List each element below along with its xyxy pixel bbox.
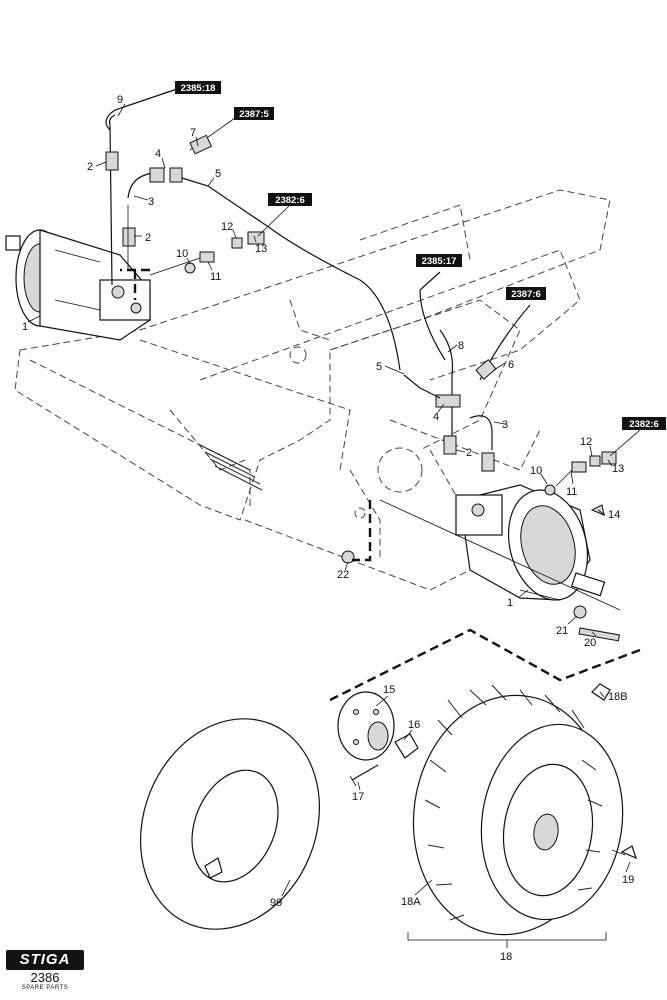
label-2-right: 2	[466, 447, 472, 459]
wheel-hub	[337, 691, 419, 787]
label-17: 17	[352, 791, 364, 803]
logo-brand-box: STIGA	[6, 950, 84, 970]
hose-group-left	[105, 87, 401, 371]
label-4-right: 4	[433, 411, 439, 423]
label-10-left: 10	[176, 248, 188, 260]
ref-2387-6: 2387:6	[506, 287, 546, 300]
label-13-right: 13	[612, 463, 624, 475]
label-5-right: 5	[376, 361, 382, 373]
label-21: 21	[556, 625, 568, 637]
label-leaders	[27, 103, 631, 897]
label-13-left: 13	[255, 243, 267, 255]
label-3-left: 3	[148, 196, 154, 208]
label-15: 15	[383, 684, 395, 696]
ref-2382-6-left: 2382:6	[268, 193, 312, 206]
label-20: 20	[584, 637, 596, 649]
chassis-frame	[14, 189, 611, 591]
logo-brand: STIGA	[19, 951, 71, 968]
label-16: 16	[408, 719, 420, 731]
tyre-bracket	[407, 932, 607, 948]
hydraulic-motor-left	[5, 229, 151, 341]
part-labels: 9 2 7 4 5 3 2 12 13 10 11 1 5 8 6 4 3 2 …	[22, 94, 634, 963]
label-11-right: 11	[566, 486, 577, 498]
label-1-left: 1	[22, 321, 28, 333]
label-11-left: 11	[210, 271, 221, 283]
label-12-left: 12	[221, 221, 233, 233]
svg-text:2387:5: 2387:5	[239, 109, 269, 120]
label-18: 18	[500, 951, 512, 963]
svg-text:2382:6: 2382:6	[275, 195, 305, 206]
label-5-left: 5	[215, 168, 221, 180]
hydraulic-motor-right	[455, 484, 606, 601]
logo-subtitle: SPARE PARTS	[21, 985, 69, 991]
label-12-right: 12	[580, 436, 592, 448]
svg-text:2385:18: 2385:18	[181, 83, 216, 94]
label-18A: 18A	[401, 896, 421, 908]
label-7: 7	[190, 127, 196, 139]
label-22: 22	[337, 569, 349, 581]
stiga-logo: STIGA 2386 SPARE PARTS	[6, 950, 86, 994]
svg-text:2385:17: 2385:17	[422, 256, 457, 267]
label-19: 19	[622, 874, 634, 886]
label-10-right: 10	[530, 465, 542, 477]
logo-page-number: 2386	[30, 970, 60, 985]
label-1-right: 1	[507, 597, 513, 609]
hose-group-right	[341, 271, 641, 642]
svg-text:2387:6: 2387:6	[511, 289, 541, 300]
label-4-left: 4	[155, 148, 161, 160]
ref-2387-5: 2387:5	[234, 107, 274, 120]
label-2-top: 2	[87, 161, 93, 173]
ref-2382-6-right: 2382:6	[622, 417, 666, 430]
label-8: 8	[458, 340, 464, 352]
ref-2385-17: 2385:17	[416, 254, 462, 267]
label-18B: 18B	[608, 691, 628, 703]
svg-text:2382:6: 2382:6	[629, 419, 659, 430]
label-6: 6	[508, 359, 514, 371]
assembly-leaders	[120, 268, 641, 702]
label-14: 14	[608, 509, 620, 521]
label-3-right: 3	[502, 419, 508, 431]
label-99: 99	[270, 897, 282, 909]
inner-tube	[139, 718, 321, 930]
ref-2385-18: 2385:18	[175, 81, 221, 94]
label-9: 9	[117, 94, 123, 106]
label-2-mid: 2	[145, 232, 151, 244]
wheel-tyre	[412, 683, 637, 936]
